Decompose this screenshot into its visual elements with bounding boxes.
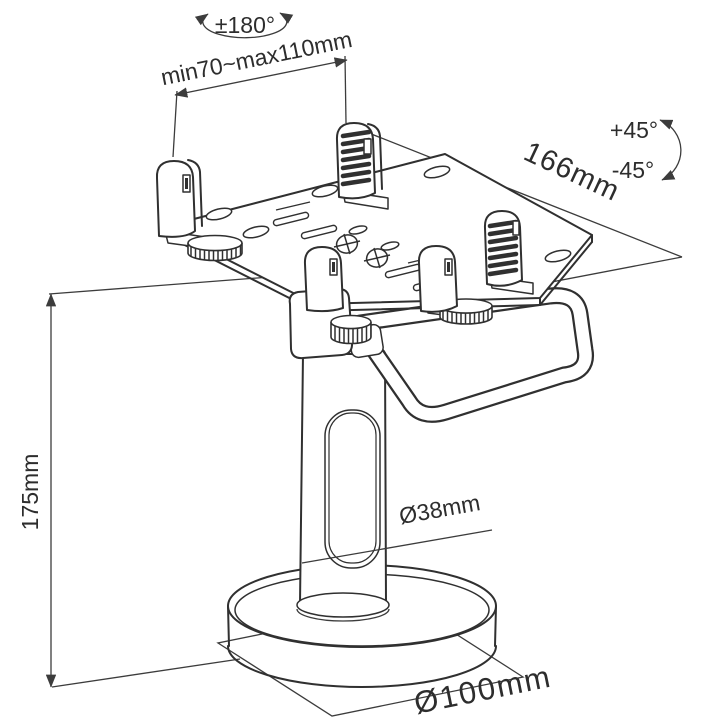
plate-screw-holes: [333, 233, 391, 269]
mounting-plate: [162, 153, 593, 312]
knurled-locking-ring: [330, 314, 372, 345]
pole-diameter-leader: [301, 529, 493, 564]
rotation-arc: [194, 12, 294, 39]
swivel-clamp-face: [303, 246, 344, 313]
clamp-rear-right: [335, 122, 389, 210]
clamp-range-extension-right: [344, 55, 347, 124]
plate-top-face: [162, 153, 593, 305]
clamp-range-extension-left: [172, 90, 178, 158]
plate-plane-edge-front: [48, 275, 284, 295]
clamp-front-middle: [417, 245, 493, 325]
clamp-range-dimension-line: [174, 57, 348, 98]
plate-plane-edge-166: [345, 123, 683, 258]
clamp-latch: [363, 138, 372, 155]
clamp-front-right: [483, 210, 534, 295]
rotation-range-label: ±180°: [215, 12, 275, 38]
plate-depth-label: 166mm: [519, 136, 625, 208]
base-bottom-rim: [227, 645, 497, 688]
cable-management-slot-inner: [328, 412, 377, 564]
clamp-rear-left-face: [155, 160, 196, 238]
pole: [296, 341, 390, 622]
base-collar: [296, 592, 390, 618]
cable-management-slot: [324, 409, 381, 569]
clamp-rear-left: [155, 159, 213, 250]
base-collar-lower: [296, 608, 390, 622]
tilt-arc: [659, 119, 682, 181]
tilt-up-label: +45°: [610, 117, 658, 143]
pole-diameter-label: Ø38mm: [397, 489, 482, 529]
tilt-down-label: -45°: [612, 157, 654, 183]
stand-height-label: 175mm: [17, 454, 43, 531]
plate-holes: [205, 165, 572, 263]
thumbscrew-left: [187, 234, 243, 262]
swivel-joint: [288, 246, 372, 360]
dimension-annotations: [45, 12, 682, 688]
clamp-latch: [512, 220, 520, 236]
clamp-front-middle-face: [417, 245, 458, 313]
clamp-ribs: [487, 219, 519, 277]
base-diameter-label: Ø100mm: [411, 659, 555, 720]
height-extension-bottom: [51, 658, 241, 688]
